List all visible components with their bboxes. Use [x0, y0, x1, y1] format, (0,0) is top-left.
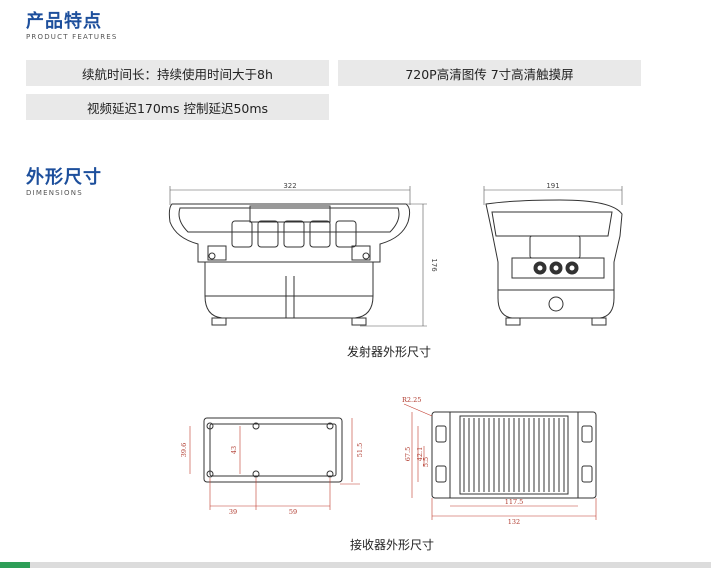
- dimensions-heading: 外形尺寸 DIMENSIONS: [26, 168, 102, 198]
- receiver-side-dim-5: 132: [508, 518, 520, 526]
- dimensions-title: 外形尺寸: [26, 167, 102, 188]
- transmitter-caption: 发射器外形尺寸: [347, 345, 432, 359]
- receiver-plan-dim-4: 39: [229, 508, 237, 516]
- receiver-plan-dim-5: 59: [289, 508, 297, 516]
- receiver-side-dim-1: 42.1: [416, 447, 424, 461]
- receiver-plan-dim-2: 43: [230, 446, 238, 454]
- transmitter-depth-label: 191: [546, 182, 559, 190]
- dimensions-subtitle: DIMENSIONS: [26, 189, 83, 197]
- features-subtitle: PRODUCT FEATURES: [26, 33, 118, 41]
- footer-accent: [0, 562, 30, 568]
- features-heading: 产品特点 PRODUCT FEATURES: [26, 12, 118, 42]
- receiver-side-dim-3: 5.5: [422, 457, 430, 467]
- receiver-side-dim-2: 67.5: [404, 447, 412, 461]
- feature-latency: 视频延迟170ms 控制延迟50ms: [26, 94, 329, 120]
- transmitter-side-view: 191: [483, 182, 623, 326]
- receiver-plan-dim-3: 51.5: [356, 443, 364, 457]
- receiver-side-view: R2.25 42.1 67.5 5.5 117.5 132: [402, 396, 597, 526]
- transmitter-width-label: 322: [283, 182, 296, 190]
- footer-bar: [0, 562, 711, 568]
- receiver-radius-label: R2.25: [402, 396, 421, 404]
- receiver-caption: 接收器外形尺寸: [350, 538, 435, 552]
- transmitter-front-view: 322 176: [168, 182, 438, 327]
- receiver-plan-dim-1: 39.6: [180, 443, 188, 457]
- feature-battery: 续航时间长：持续使用时间大于8h: [26, 60, 329, 86]
- feature-video-screen: 720P高清图传 7寸高清触摸屏: [338, 60, 641, 86]
- features-title: 产品特点: [26, 11, 102, 32]
- receiver-side-dim-4: 117.5: [505, 498, 524, 506]
- receiver-plan-view: 39.6 43 51.5 39 59: [180, 417, 364, 516]
- transmitter-height-label: 176: [430, 258, 438, 272]
